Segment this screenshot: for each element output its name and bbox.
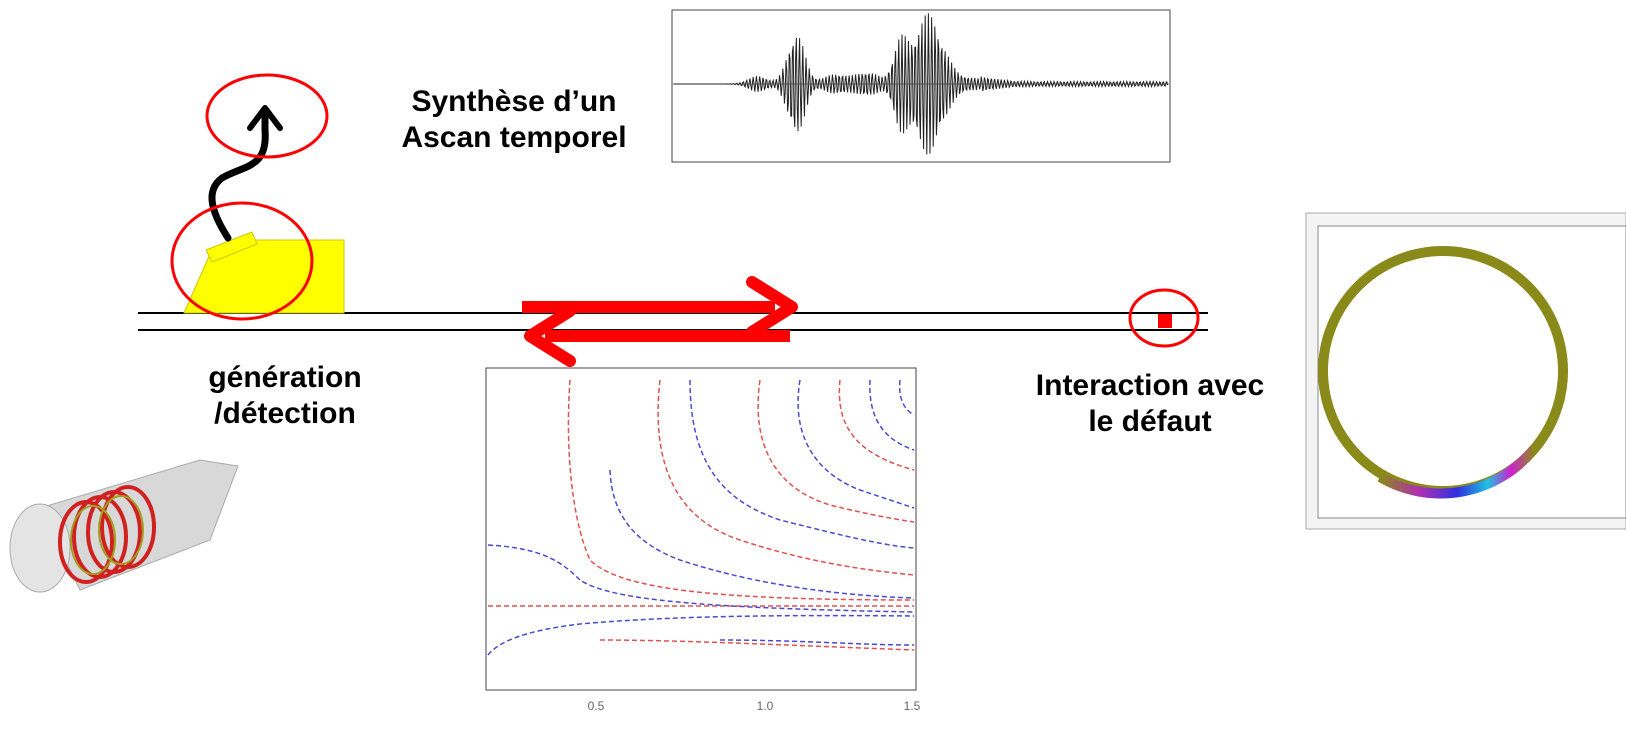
probe-wedge — [205, 231, 258, 263]
propagation-arrows — [522, 276, 798, 367]
pipe-end — [9, 503, 71, 593]
defect-circle — [1128, 288, 1200, 348]
dispersion-curve — [838, 379, 915, 471]
dispersion-curve — [487, 614, 915, 656]
dispersion-curve — [689, 379, 915, 549]
ascan-plot — [671, 9, 1171, 163]
probe-body — [183, 239, 345, 314]
dispersion-frame — [485, 367, 917, 691]
dispersion-curve — [757, 379, 915, 523]
signal-arrow-head — [247, 105, 283, 131]
ascan-waveform — [674, 13, 1169, 155]
synthesis-label-line1: Synthèse d’un — [411, 85, 617, 118]
synthesis-label: Synthèse d’un Ascan temporel — [374, 84, 654, 156]
backward-arrow-head — [524, 305, 576, 367]
dispersion-curve — [898, 379, 915, 416]
dispersion-curve — [657, 379, 915, 576]
dispersion-plot: 0.5 1.0 1.5 — [485, 367, 921, 713]
dispersion-tick-label: 0.5 — [588, 699, 605, 713]
ring-defect-zone — [1377, 445, 1538, 499]
dispersion-curve — [869, 379, 915, 451]
dispersion-curve — [567, 379, 915, 601]
defect-marker — [1158, 314, 1172, 328]
forward-arrow-head — [746, 276, 798, 338]
generation-label-line1: génération — [208, 361, 362, 394]
dispersion-tick-label: 1.5 — [904, 699, 921, 713]
interaction-label: Interaction avec le défaut — [1000, 368, 1300, 440]
pipe-illustration — [9, 459, 239, 593]
ring-plot — [1305, 212, 1626, 530]
dispersion-curve — [599, 639, 915, 651]
generation-label: génération /détection — [170, 360, 400, 432]
signal-arrow — [208, 106, 269, 242]
interaction-label-line2: le défaut — [1088, 405, 1212, 438]
interaction-label-line1: Interaction avec — [1035, 369, 1265, 402]
dispersion-curve — [487, 544, 915, 613]
ring-frame — [1317, 225, 1626, 519]
dispersion-curve — [719, 639, 915, 646]
dispersion-curves — [487, 379, 915, 656]
coil-rings — [58, 485, 156, 584]
probe — [183, 231, 345, 314]
output-circle — [205, 73, 329, 159]
dispersion-curve — [797, 379, 915, 509]
synthesis-label-line2: Ascan temporel — [401, 121, 627, 154]
generation-label-line2: /détection — [214, 397, 356, 430]
generation-circle — [170, 201, 314, 321]
dispersion-tick-label: 1.0 — [757, 699, 774, 713]
